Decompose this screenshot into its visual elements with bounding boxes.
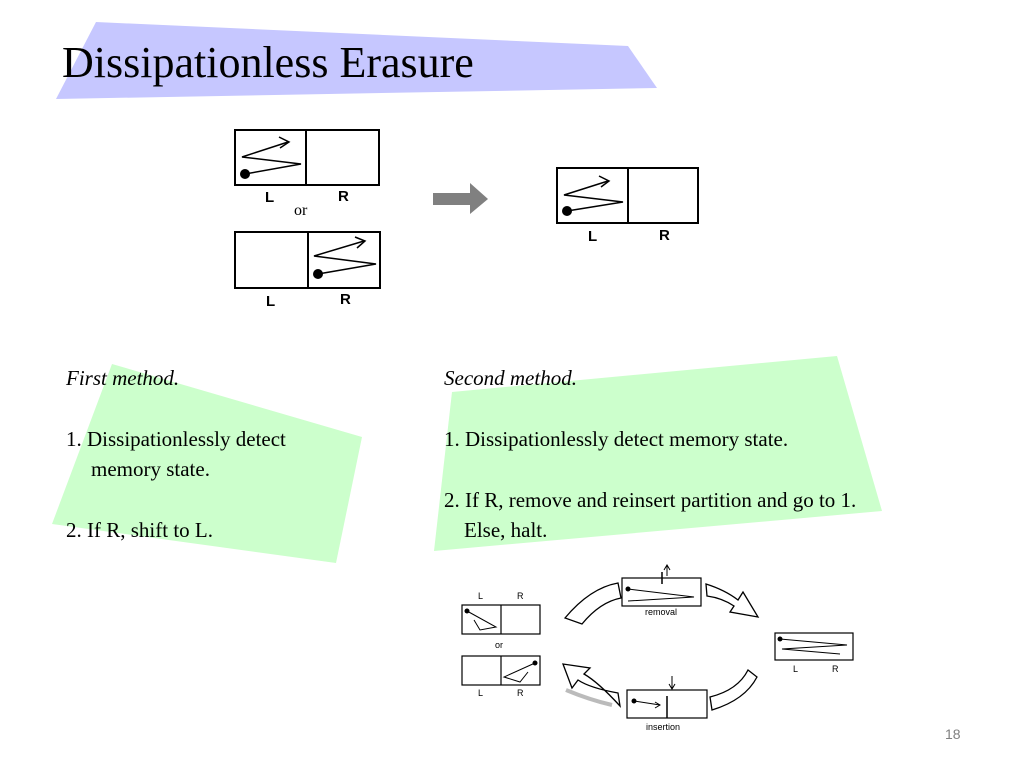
curved-band-bottom-right (709, 669, 758, 711)
cycle-right-label-l: L (793, 664, 799, 674)
second-method-step2: 2. If R, remove and reinsert partition a… (444, 488, 857, 512)
label-r: R (340, 291, 351, 308)
memory-box-left-state (234, 129, 380, 186)
cycle-label-l: L (478, 591, 484, 601)
curved-arrow-top-right-icon (705, 583, 760, 618)
label-r: R (338, 188, 349, 205)
second-method-heading: Second method. (444, 366, 577, 390)
cycle-box-left-top (461, 604, 541, 635)
second-method-step1: 1. Dissipationlessly detect memory state… (444, 427, 789, 451)
page-title: Dissipationless Erasure (62, 38, 474, 87)
removal-label: removal (645, 607, 678, 617)
or-label: or (294, 202, 308, 219)
insertion-box (626, 676, 708, 719)
trajectory-arrow (563, 180, 624, 212)
curved-band-top-left (563, 582, 622, 625)
cycle-box-left-bottom (461, 655, 541, 686)
removal-box (621, 564, 702, 607)
first-method-heading: First method. (66, 366, 180, 390)
second-method-step2-cont: Else, halt. (464, 518, 548, 542)
transition-arrow-icon (433, 183, 488, 214)
curved-arrow-bottom-left-icon (562, 663, 621, 709)
cycle-label-l: L (478, 688, 484, 698)
first-method-step1: 1. Dissipationlessly detect (66, 427, 286, 451)
first-method-step2: 2. If R, shift to L. (66, 518, 213, 542)
label-r: R (659, 227, 670, 244)
first-method-step1-cont: memory state. (91, 457, 210, 481)
arrow-shadow (565, 688, 613, 707)
second-method-highlight (434, 356, 882, 551)
memory-box-right-state (234, 231, 381, 289)
insertion-label: insertion (646, 722, 681, 732)
trajectory-arrow (313, 240, 377, 275)
page-number: 18 (945, 726, 961, 742)
cycle-right-label-r: R (832, 664, 839, 674)
title-banner (56, 22, 657, 99)
label-l: L (588, 228, 598, 245)
label-l: L (266, 293, 276, 310)
label-l: L (265, 189, 275, 206)
trajectory-arrow (241, 141, 302, 175)
first-method-highlight (52, 364, 362, 563)
cycle-label-r: R (517, 688, 524, 698)
cycle-or-label: or (495, 640, 504, 650)
cycle-label-r: R (517, 591, 524, 601)
memory-box-result (556, 167, 699, 224)
cycle-box-right (774, 632, 854, 661)
